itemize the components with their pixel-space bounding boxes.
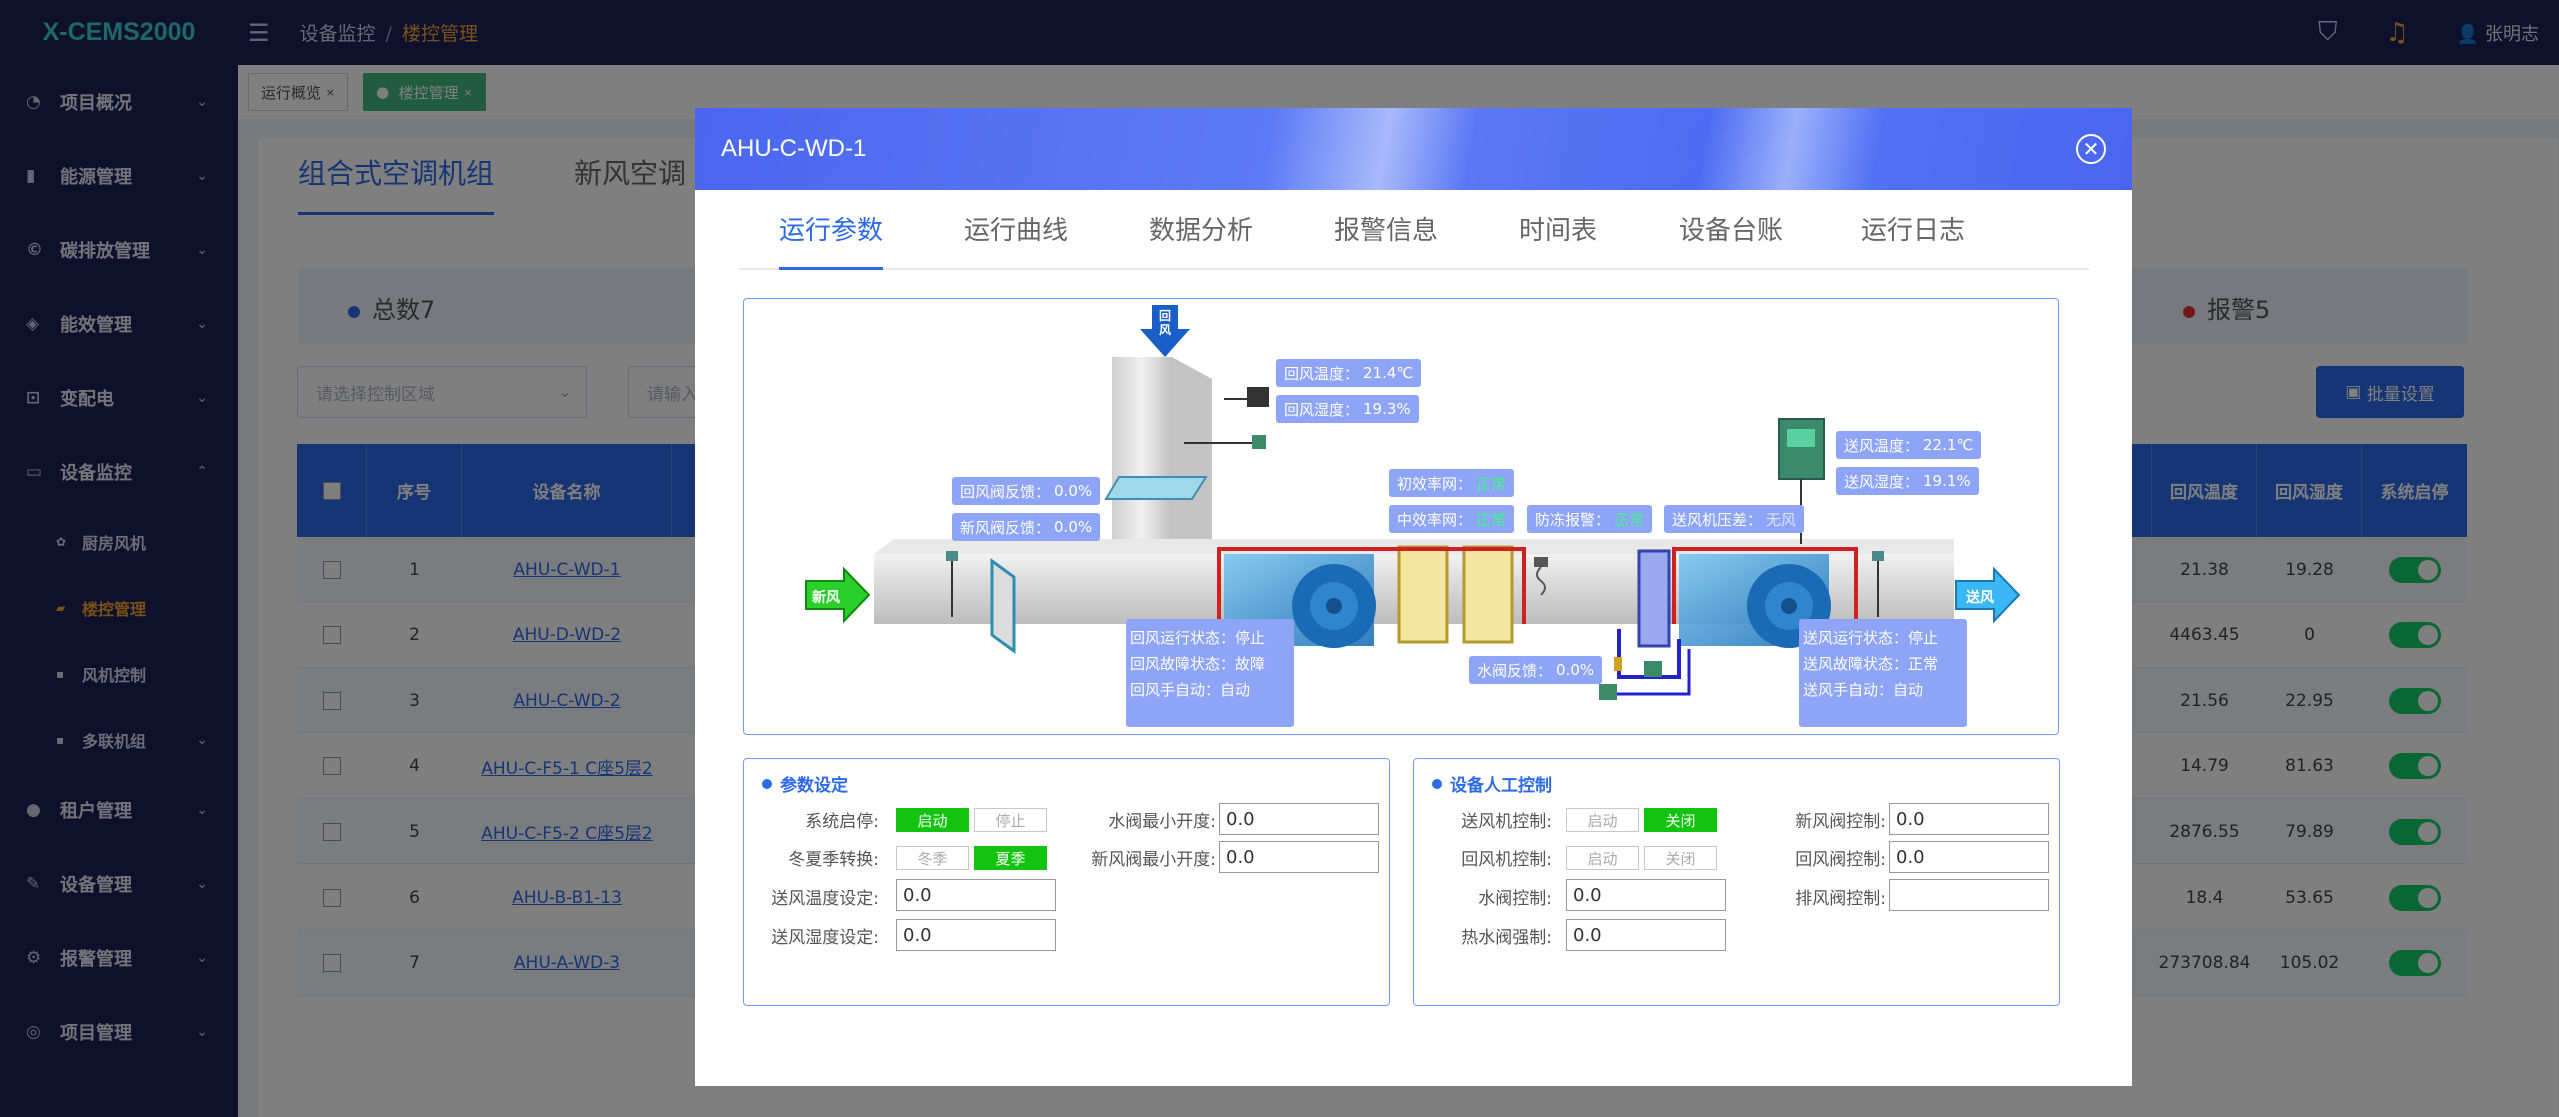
- tab-alarm-info[interactable]: 报警信息: [1334, 216, 1439, 246]
- return-temp-label: 回风温度：21.4℃: [1276, 359, 1422, 387]
- exhaust-valve-input[interactable]: [1889, 879, 2049, 911]
- param-settings-panel: 参数设定 系统启停: 启动 停止 冬夏季转换: 冬季 夏季 送风温度设定: 0.…: [743, 758, 1390, 1006]
- antifreeze-label: 防冻报警：正常: [1527, 505, 1653, 533]
- tab-schedule[interactable]: 时间表: [1519, 216, 1598, 246]
- panel-title: 设备人工控制: [1432, 771, 1552, 796]
- return-hum-label: 回风湿度：19.3%: [1276, 395, 1419, 423]
- fan-pressure-label: 送风机压差：无风: [1664, 505, 1805, 533]
- return-fan-start-button[interactable]: 启动: [1566, 846, 1639, 870]
- ahu-schematic: [805, 305, 2021, 700]
- supply-fan-stop-button[interactable]: 关闭: [1644, 808, 1717, 832]
- water-valve-min-input[interactable]: 0.0: [1219, 803, 1379, 835]
- return-air-icon: 回风: [1158, 309, 1171, 337]
- tab-run-log[interactable]: 运行日志: [1861, 216, 1966, 246]
- manual-control-panel: 设备人工控制 送风机控制: 启动 关闭 回风机控制: 启动 关闭 水阀控制: 0…: [1413, 758, 2060, 1006]
- system-start-button[interactable]: 启动: [896, 808, 969, 832]
- return-valve-feedback-label: 回风阀反馈：0.0%: [952, 477, 1101, 505]
- return-fan-stop-button[interactable]: 关闭: [1644, 846, 1717, 870]
- supply-hum-label: 送风湿度：19.1%: [1836, 467, 1979, 495]
- supply-fan-start-button[interactable]: 启动: [1566, 808, 1639, 832]
- fresh-valve-feedback-label: 新风阀反馈：0.0%: [952, 513, 1101, 541]
- modal-header: AHU-C-WD-1 ✕: [695, 108, 2132, 190]
- fresh-valve-min-input[interactable]: 0.0: [1219, 841, 1379, 873]
- modal-title: AHU-C-WD-1: [721, 135, 867, 162]
- ahu-diagram: 回风 新风 送风 回风温度：21.4℃ 回风湿度：19.3% 回风阀反馈：0.0…: [743, 298, 2059, 735]
- device-modal: AHU-C-WD-1 ✕ 运行参数 运行曲线 数据分析 报警信息 时间表 设备台…: [695, 108, 2132, 1086]
- medium-filter-label: 中效率网：正常: [1389, 505, 1515, 533]
- fresh-valve-input[interactable]: 0.0: [1889, 803, 2049, 835]
- panel-title: 参数设定: [762, 771, 848, 796]
- supply-fan-status: 送风运行状态：停止 送风故障状态：正常 送风手自动：自动: [1799, 619, 1967, 727]
- close-icon[interactable]: ✕: [2076, 134, 2106, 164]
- winter-button[interactable]: 冬季: [896, 846, 969, 870]
- fresh-air-arrow-label: 新风: [812, 590, 840, 606]
- supply-hum-input[interactable]: 0.0: [896, 919, 1056, 951]
- supply-air-arrow-label: 送风: [1966, 590, 1994, 606]
- system-stop-button[interactable]: 停止: [974, 808, 1047, 832]
- return-fan-status: 回风运行状态：停止 回风故障状态：故障 回风手自动：自动: [1126, 619, 1294, 727]
- tab-run-curve[interactable]: 运行曲线: [964, 216, 1069, 246]
- tab-ledger[interactable]: 设备台账: [1679, 216, 1784, 246]
- primary-filter-label: 初效率网：正常: [1389, 469, 1515, 497]
- return-valve-input[interactable]: 0.0: [1889, 841, 2049, 873]
- hot-water-valve-input[interactable]: 0.0: [1566, 919, 1726, 951]
- modal-tabs: 运行参数 运行曲线 数据分析 报警信息 时间表 设备台账 运行日志: [739, 210, 2089, 270]
- supply-temp-input[interactable]: 0.0: [896, 879, 1056, 911]
- water-valve-input[interactable]: 0.0: [1566, 879, 1726, 911]
- supply-temp-label: 送风温度：22.1℃: [1836, 431, 1982, 459]
- water-valve-feedback-label: 水阀反馈：0.0%: [1469, 656, 1603, 684]
- summer-button[interactable]: 夏季: [974, 846, 1047, 870]
- tab-run-params[interactable]: 运行参数: [779, 210, 884, 270]
- tab-data-analysis[interactable]: 数据分析: [1149, 216, 1254, 246]
